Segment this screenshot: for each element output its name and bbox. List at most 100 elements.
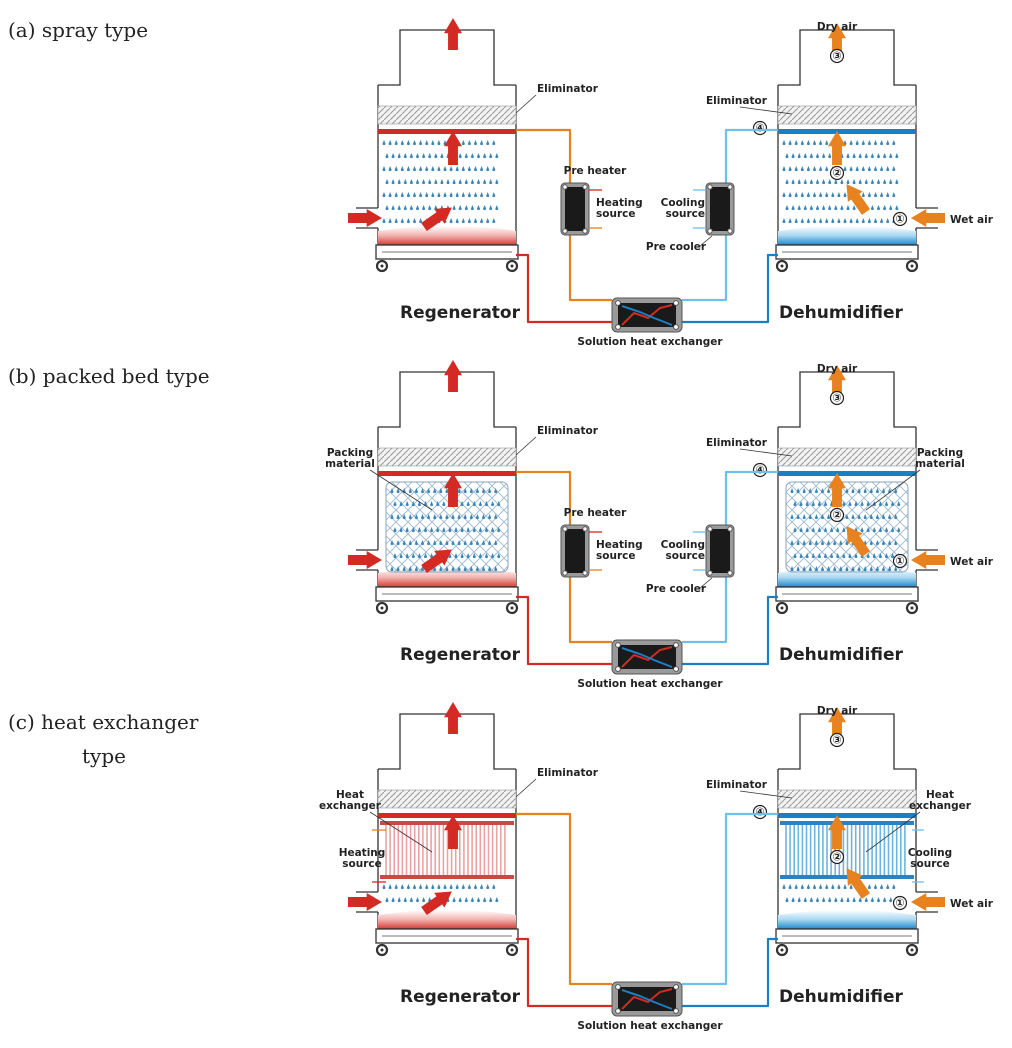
dehum-droplet [815, 153, 820, 159]
regen-eliminator [377, 105, 517, 125]
pre-heater-core [565, 187, 585, 231]
regen-droplet [382, 884, 386, 890]
regen-droplet [442, 501, 446, 507]
regen-droplet [461, 192, 465, 198]
regen-inlet-duct [356, 207, 378, 229]
regen-droplet [406, 140, 410, 146]
dehum-droplet [854, 501, 858, 507]
dehum-hx-leader [865, 811, 921, 853]
regen-droplet [445, 514, 449, 520]
regen-droplet [403, 153, 407, 159]
dehum-droplet [886, 218, 890, 224]
shx-to-precooler-pipe [682, 576, 728, 644]
dehum-droplet [867, 140, 872, 146]
regen-droplet [443, 884, 447, 890]
regen-droplet [469, 540, 473, 546]
regen-droplet [411, 501, 415, 507]
dehum-droplet [825, 884, 829, 890]
dehum-droplet [814, 488, 819, 494]
dehum-droplet [794, 140, 798, 146]
state-4: ④ [755, 122, 764, 135]
dehum-droplet [846, 205, 850, 211]
dehum-droplet [833, 566, 837, 572]
dehum-distributor [778, 813, 916, 818]
dehum-internal-arrow [828, 815, 846, 849]
dehum-droplet [837, 218, 841, 224]
dehum-droplet [793, 553, 797, 559]
regen-droplet [483, 179, 487, 185]
dehum-droplet [790, 540, 794, 546]
dehum-droplet [891, 501, 895, 507]
regen-droplet [434, 153, 438, 159]
dehum-eliminator-label: Eliminator [706, 437, 768, 449]
regen-droplet [476, 153, 481, 159]
dehum-droplet [867, 218, 872, 224]
dehum-packing-label-1: Packing [917, 447, 963, 459]
state-2-circle [829, 507, 845, 523]
dehum-droplet [888, 540, 892, 546]
dehum-sump [778, 910, 916, 929]
dehum-droplet [875, 488, 880, 494]
dehum-droplet [796, 514, 800, 520]
dehum-droplet [858, 179, 862, 185]
dehum-droplet [815, 897, 820, 903]
dehum-droplet [799, 527, 803, 533]
regen-droplet [439, 488, 443, 494]
regen-droplet [385, 897, 389, 903]
dehum-droplet [803, 179, 807, 185]
dehum-droplet [812, 166, 817, 172]
regen-droplet [403, 179, 407, 185]
dehum-droplet [895, 179, 899, 185]
regen-droplet [455, 218, 459, 224]
regen-droplet [461, 884, 465, 890]
state-1-circle [892, 211, 908, 227]
regen-droplet [419, 192, 423, 198]
regen-droplet [478, 527, 482, 533]
regen-droplet [445, 488, 449, 494]
regen-droplet [390, 540, 394, 546]
dehum-droplet [808, 540, 812, 546]
dehum-droplet [827, 514, 831, 520]
dehum-inlet-duct [916, 549, 938, 571]
dehum-droplet [831, 192, 835, 198]
regen-droplet [475, 488, 479, 494]
regen-droplet [409, 153, 413, 159]
dehum-droplet [811, 553, 815, 559]
dehum-droplet [873, 192, 878, 198]
regen-droplet [419, 218, 423, 224]
dehum-droplet [843, 218, 847, 224]
dehum-droplet [883, 179, 887, 185]
dehum-droplet [875, 514, 880, 520]
dehum-droplet [863, 566, 867, 572]
solution-heat-exchanger-port-1 [673, 642, 679, 648]
pre-heater-port-1 [582, 526, 588, 532]
regen-droplet [440, 179, 444, 185]
regen-droplet [430, 553, 434, 559]
dehum-droplet [869, 540, 873, 546]
regen-droplet [492, 140, 496, 146]
regen-droplet [431, 166, 435, 172]
dehum-droplet [888, 514, 892, 520]
regen-hx-header-bottom [380, 875, 514, 879]
dehum-droplet [840, 205, 844, 211]
dehum-droplet [782, 218, 786, 224]
dehum-inlet-duct [916, 891, 938, 913]
regen-droplet [397, 179, 401, 185]
dehum-droplet [881, 540, 886, 546]
wet-air-label: Wet air [950, 556, 994, 568]
regen-droplet [475, 514, 479, 520]
dehum-droplet [894, 540, 898, 546]
regen-droplet [467, 166, 471, 172]
dehum-droplet [860, 527, 864, 533]
pre-cooler-port-2 [707, 228, 713, 234]
dehum-droplet [873, 218, 878, 224]
pre-cooler-port-0 [707, 526, 713, 532]
dehum-eliminator-label: Eliminator [706, 95, 768, 107]
state-3-circle [829, 390, 845, 406]
dehum-droplet [852, 897, 856, 903]
dry-air-arrow [828, 707, 846, 739]
solution-heat-exchanger-port-0 [615, 300, 621, 306]
regen-sump [378, 910, 516, 929]
dehumidifier-label: Dehumidifier [779, 303, 904, 323]
